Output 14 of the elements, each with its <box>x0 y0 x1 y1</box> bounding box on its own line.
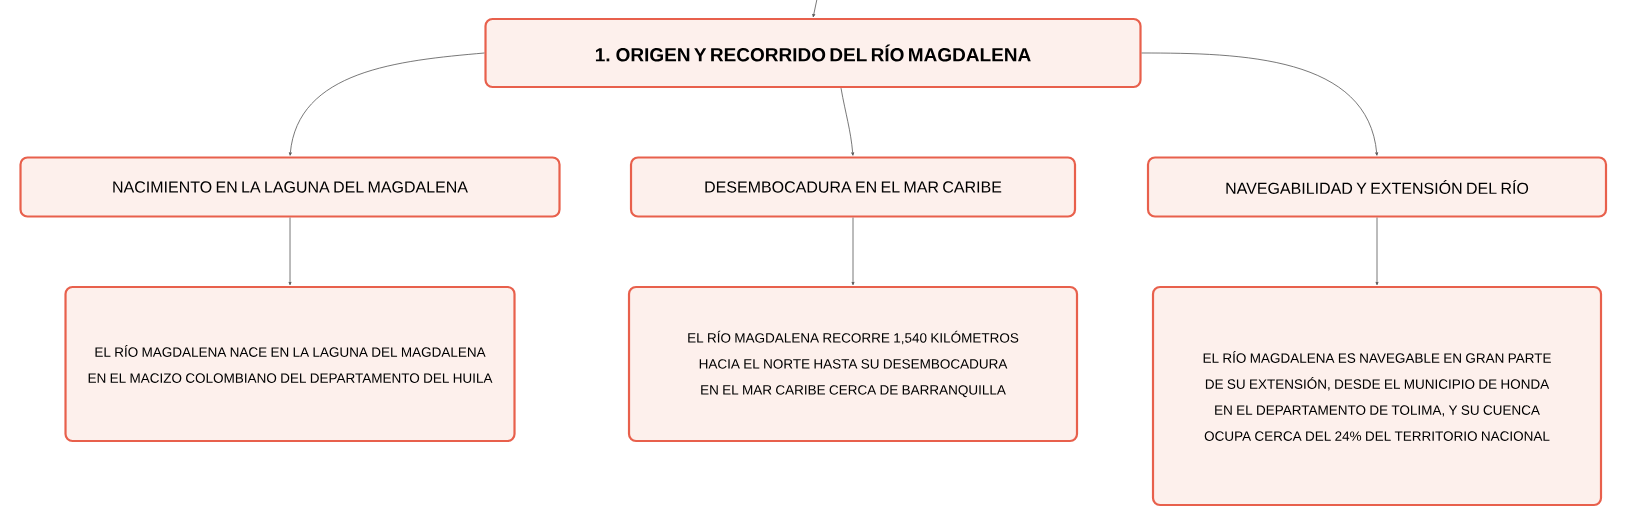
topic-box: NAVEGABILIDAD Y EXTENSIÓN DEL RÍO <box>1146 156 1608 218</box>
title-box: 1. ORIGEN Y RECORRIDO DEL RÍO MAGDALENA <box>484 17 1142 89</box>
arrow <box>288 217 292 286</box>
detail-box: EL RÍO MAGDALENA NACE EN LA LAGUNA DEL MAGDALENA EN EL MACIZO COLOMBIANO DEL DEPARTAMENTO DEL HUILA <box>64 285 516 443</box>
arrow <box>812 0 818 18</box>
arrow <box>851 217 855 286</box>
topic-box: DESEMBOCADURA EN EL MAR CARIBE <box>629 156 1077 218</box>
arrow <box>1141 52 1379 156</box>
topic-box: NACIMIENTO EN LA LAGUNA DEL MAGDALENA <box>19 156 561 218</box>
detail-box: EL RÍO MAGDALENA RECORRE 1,540 KILÓMETROS HACIA EL NORTE HASTA SU DESEMBOCADURA EN EL MAR CARIBE CERCA DE BARRANQUILLA <box>627 285 1079 443</box>
detail-box: EL RÍO MAGDALENA ES NAVEGABLE EN GRAN PARTE DE SU EXTENSIÓN, DESDE EL MUNICIPIO DE HONDA EN EL DEPARTAMENTO DE TOLIMA, Y SU CUENCA OCUPA CERCA DEL 24% DEL TERRITORIO NACIONAL <box>1151 285 1603 507</box>
arrow <box>288 52 485 156</box>
arrow <box>840 87 855 156</box>
arrow <box>1375 217 1379 286</box>
